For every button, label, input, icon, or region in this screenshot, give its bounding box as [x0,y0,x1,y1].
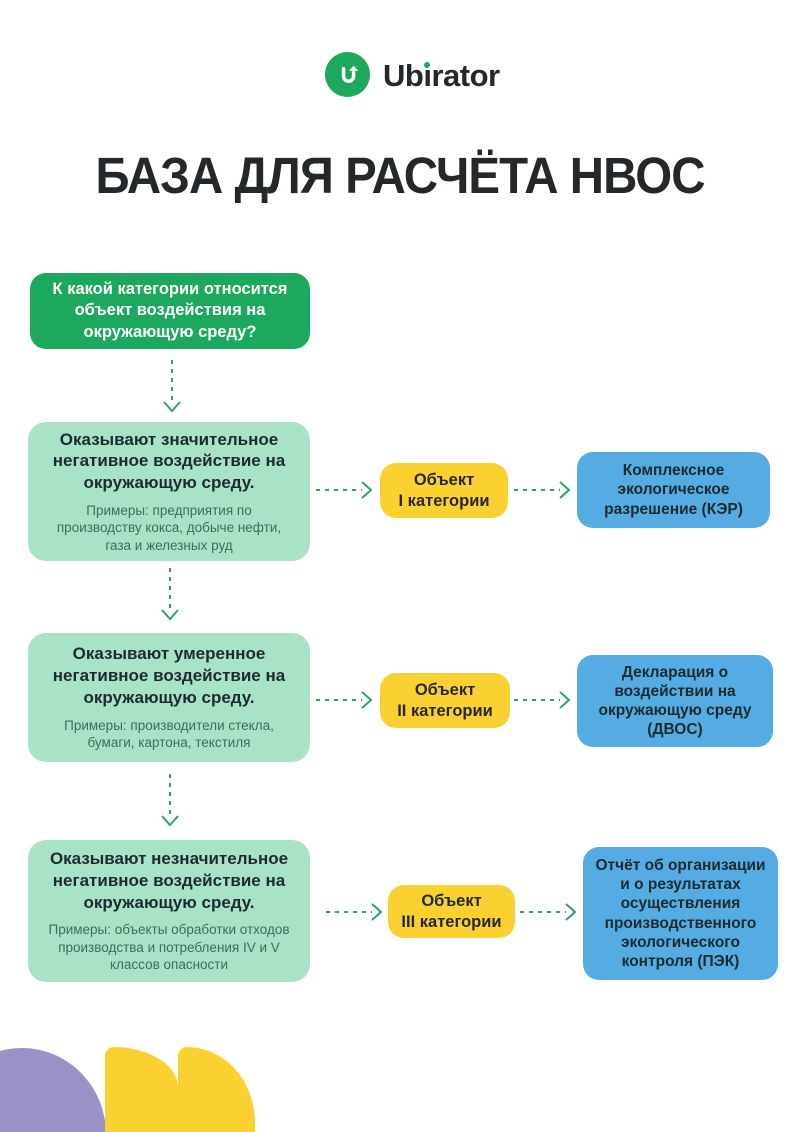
impact-examples: Примеры: предприятия по производству кок… [56,502,282,553]
logo: Ubırator [0,46,800,102]
decor-yellow-petal-1 [105,1047,178,1132]
dashed-arrow-down-2 [158,566,182,624]
u-turn-arrow-icon [341,65,358,83]
dashed-arrow-right-2b [512,688,574,712]
brand-i-green-dot: ı [423,53,432,98]
category-line1: Объект [413,470,475,489]
impact-title: Оказывают незначительное негативное возд… [49,849,289,912]
category-box-1: Объект I категории [380,463,508,518]
decor-purple-circle [0,1048,106,1132]
document-box-1: Комплексное экологическое разрешение (КЭ… [577,452,770,528]
category-line2: I категории [398,491,490,510]
brand-wordmark: Ubırator [383,53,500,98]
impact-box-category-1: Оказывают значительное негативное воздей… [28,422,310,561]
category-box-2: Объект II категории [380,673,510,728]
document-text: Отчёт об организации и о результатах осу… [595,856,766,970]
document-text: Декларация о воздействии на окружающую с… [598,663,752,739]
question-box: К какой категории относится объект возде… [30,273,310,349]
impact-box-category-3: Оказывают незначительное негативное возд… [28,840,310,982]
dashed-arrow-down-1 [160,358,184,416]
impact-title: Оказывают умеренное негативное воздейств… [52,644,286,707]
impact-examples: Примеры: производители стекла, бумаги, к… [64,717,274,751]
category-box-3: Объект III категории [388,885,515,938]
document-box-2: Декларация о воздействии на окружающую с… [577,655,773,747]
dashed-arrow-right-2a [314,688,376,712]
dashed-arrow-right-3b [518,900,580,924]
dashed-arrow-right-1a [314,478,376,502]
document-text: Комплексное экологическое разрешение (КЭ… [604,462,743,518]
category-line1: Объект [414,680,476,699]
category-line2: II категории [397,701,493,720]
impact-box-category-2: Оказывают умеренное негативное воздейств… [28,633,310,762]
brand-text: rator [431,58,500,93]
dashed-arrow-right-3a [324,900,386,924]
question-text: К какой категории относится объект возде… [52,279,288,341]
page-title: БАЗА ДЛЯ РАСЧЁТА НВОС [95,147,705,204]
dashed-arrow-right-1b [512,478,574,502]
impact-examples: Примеры: объекты обработки отходов произ… [48,922,290,973]
dashed-arrow-down-3 [158,772,182,830]
brand-text: Ub [383,58,424,93]
category-line2: III категории [401,912,502,931]
decor-yellow-petal-2 [178,1047,255,1132]
document-box-3: Отчёт об организации и о результатах осу… [583,847,778,980]
category-line1: Объект [421,891,482,910]
impact-title: Оказывают значительное негативное воздей… [52,429,286,493]
logo-circle [325,52,370,97]
